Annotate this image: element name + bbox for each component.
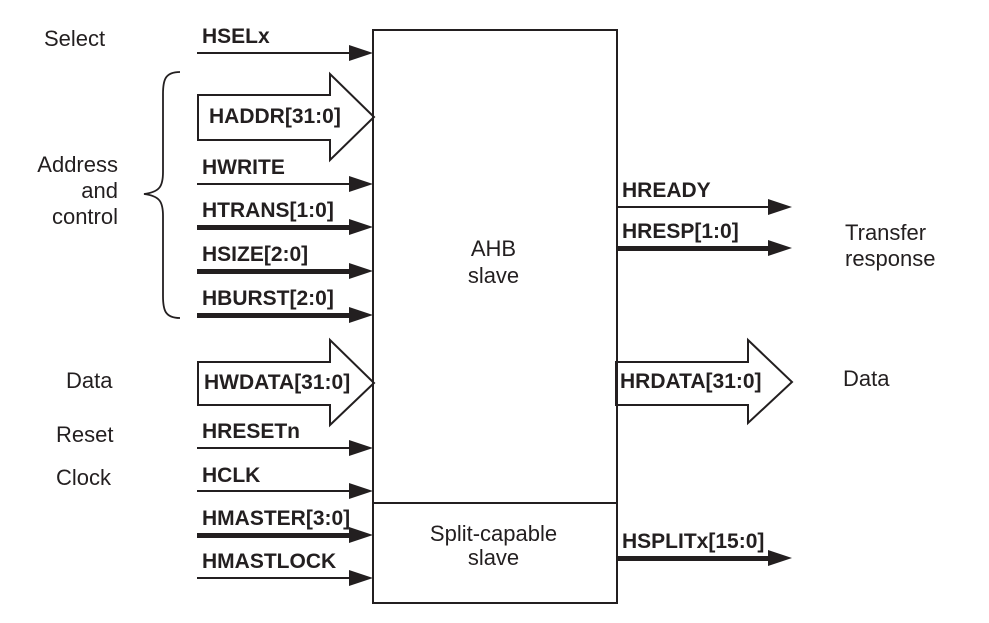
- reset-label: Reset: [56, 422, 114, 447]
- hsize-signal-line: [197, 269, 351, 274]
- ahb-slave-block: [372, 29, 618, 604]
- hwrite-arrowhead: [349, 176, 373, 192]
- hready-signal-line: [616, 206, 768, 208]
- data-in-label: Data: [66, 368, 113, 393]
- hresetn-label: HRESETn: [202, 420, 301, 443]
- address-control-line1: Address: [37, 152, 118, 177]
- split-capable-block-title: Split-capable slave: [372, 522, 615, 570]
- hselx-arrowhead: [349, 45, 373, 61]
- transfer-response-line2: response: [845, 246, 936, 271]
- hwdata-block-arrow: [197, 337, 376, 428]
- hsize-arrowhead: [349, 263, 373, 279]
- htrans-arrowhead: [349, 219, 373, 235]
- hmaster-arrowhead: [349, 527, 373, 543]
- hmaster-signal-line: [197, 533, 351, 538]
- transfer-response-line1: Transfer: [845, 220, 927, 245]
- hready-label: HREADY: [622, 179, 711, 202]
- ahb-slave-line2: slave: [467, 263, 520, 288]
- hresp-label: HRESP[1:0]: [622, 220, 739, 243]
- address-control-label: Address and control: [20, 152, 118, 230]
- hsize-label: HSIZE[2:0]: [202, 243, 309, 266]
- hclk-signal-line: [197, 490, 351, 492]
- hmastlock-signal-line: [197, 577, 351, 579]
- transfer-response-label: Transfer response: [845, 220, 936, 272]
- hburst-signal-line: [197, 313, 351, 318]
- hclk-label: HCLK: [202, 464, 261, 487]
- split-section-divider: [372, 502, 618, 504]
- haddr-block-arrow: [197, 71, 376, 163]
- hresp-arrowhead: [768, 240, 792, 256]
- hmastlock-arrowhead: [349, 570, 373, 586]
- address-control-line2: and: [81, 178, 118, 203]
- hsplitx-label: HSPLITx[15:0]: [622, 530, 765, 553]
- hwrite-label: HWRITE: [202, 156, 285, 179]
- hresp-signal-line: [616, 246, 768, 251]
- hrdata-label: HRDATA[31:0]: [620, 370, 762, 393]
- hmastlock-label: HMASTLOCK: [202, 550, 337, 573]
- hsplitx-signal-line: [616, 556, 768, 561]
- address-control-brace: [143, 71, 181, 319]
- hclk-arrowhead: [349, 483, 373, 499]
- hresetn-signal-line: [197, 447, 351, 449]
- hselx-label: HSELx: [202, 25, 270, 48]
- hmaster-label: HMASTER[3:0]: [202, 507, 351, 530]
- split-capable-line1: Split-capable: [429, 521, 558, 546]
- data-out-label: Data: [843, 366, 890, 391]
- hburst-arrowhead: [349, 307, 373, 323]
- htrans-signal-line: [197, 225, 351, 230]
- hready-arrowhead: [768, 199, 792, 215]
- hselx-signal-line: [197, 52, 351, 54]
- address-control-line3: control: [51, 204, 118, 229]
- select-label: Select: [44, 26, 106, 51]
- hrdata-block-arrow: [615, 337, 794, 426]
- clock-label: Clock: [56, 465, 112, 490]
- hwdata-label: HWDATA[31:0]: [204, 371, 351, 394]
- ahb-slave-block-title: AHB slave: [372, 235, 615, 289]
- haddr-label: HADDR[31:0]: [209, 105, 341, 128]
- hsplitx-arrowhead: [768, 550, 792, 566]
- hburst-label: HBURST[2:0]: [202, 287, 334, 310]
- split-capable-line2: slave: [467, 545, 520, 570]
- hwrite-signal-line: [197, 183, 351, 185]
- ahb-slave-line1: AHB: [470, 236, 517, 261]
- hresetn-arrowhead: [349, 440, 373, 456]
- htrans-label: HTRANS[1:0]: [202, 199, 334, 222]
